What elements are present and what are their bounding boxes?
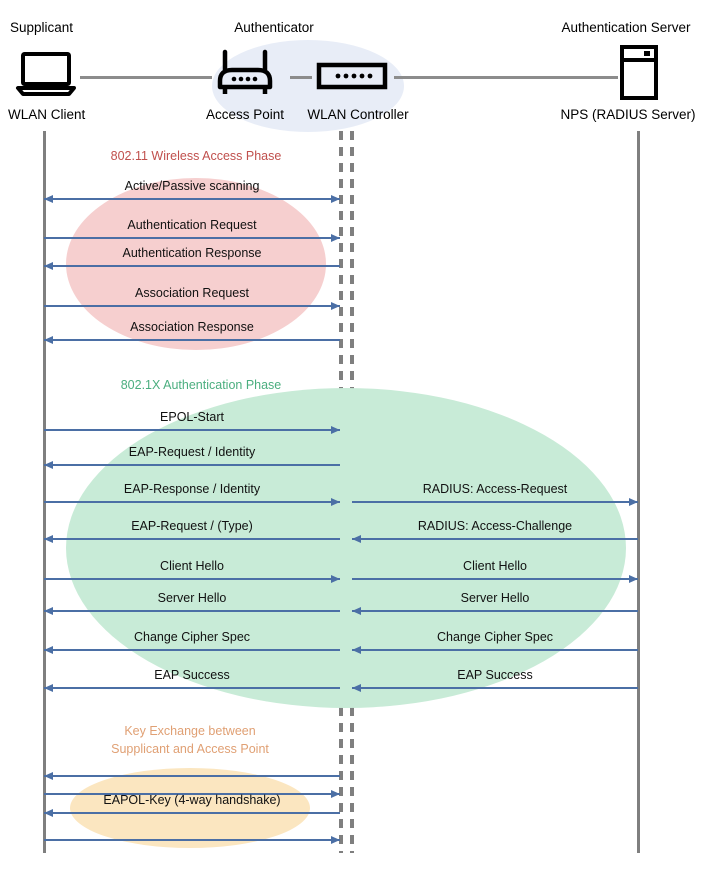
wire-controller-to-server — [394, 76, 618, 79]
phase-ellipse-80211 — [66, 178, 326, 350]
arrowhead-right-icon — [629, 497, 638, 506]
actor-role-authenticator: Authenticator — [234, 20, 314, 35]
lifeline-auth-server — [637, 131, 640, 853]
message-label: Server Hello — [460, 591, 530, 605]
message-line — [44, 775, 340, 777]
phase-label-8021x: 802.1X Authentication Phase — [120, 378, 282, 392]
message-label: EAP-Response / Identity — [123, 482, 261, 496]
actor-device-wlan-controller: WLAN Controller — [307, 107, 409, 122]
message-line — [44, 237, 340, 239]
message-label: Change Cipher Spec — [436, 630, 554, 644]
message-line — [44, 305, 340, 307]
message-label: Change Cipher Spec — [133, 630, 251, 644]
arrowhead-left-icon — [44, 606, 53, 615]
message-line — [44, 687, 340, 689]
message-label: Server Hello — [157, 591, 227, 605]
access-point-icon — [212, 48, 278, 98]
message-line — [352, 501, 638, 503]
arrowhead-right-icon — [331, 789, 340, 798]
actor-role-authentication-server: Authentication Server — [561, 20, 691, 35]
arrowhead-left-icon — [44, 534, 53, 543]
message-label: EPOL-Start — [160, 410, 224, 424]
arrowhead-right-icon — [331, 233, 340, 242]
message-line — [44, 538, 340, 540]
message-line — [44, 610, 340, 612]
message-label: EAP Success — [457, 668, 533, 682]
arrowhead-left-icon — [352, 606, 361, 615]
arrowhead-right-icon — [331, 497, 340, 506]
phase-label-80211: 802.11 Wireless Access Phase — [110, 149, 282, 163]
arrowhead-left-icon — [44, 808, 53, 817]
phase-ellipse-8021x — [66, 388, 626, 708]
message-line — [44, 339, 340, 341]
actor-device-access-point: Access Point — [205, 107, 285, 122]
arrowhead-right-icon — [331, 574, 340, 583]
arrowhead-left-icon — [44, 683, 53, 692]
message-label: EAP-Request / Identity — [128, 445, 256, 459]
message-line — [44, 429, 340, 431]
wire-ap-to-controller — [290, 76, 312, 79]
message-line — [44, 265, 340, 267]
message-label: Authentication Response — [122, 246, 262, 260]
message-line — [352, 578, 638, 580]
message-label: RADIUS: Access-Challenge — [417, 519, 573, 533]
actor-device-wlan-client: WLAN Client — [8, 107, 86, 122]
arrowhead-left-icon — [44, 335, 53, 344]
message-line — [44, 839, 340, 841]
arrowhead-left-icon — [352, 534, 361, 543]
message-label: RADIUS: Access-Request — [422, 482, 568, 496]
message-line — [352, 538, 638, 540]
laptop-icon — [12, 52, 80, 98]
arrowhead-right-icon — [331, 301, 340, 310]
arrowhead-left-icon — [44, 261, 53, 270]
message-line — [352, 649, 638, 651]
message-label: Association Response — [130, 320, 254, 334]
message-label: Active/Passive scanning — [124, 179, 260, 193]
message-label: EAP Success — [154, 668, 230, 682]
arrowhead-right-icon — [629, 574, 638, 583]
message-line — [44, 793, 340, 795]
actor-role-supplicant: Supplicant — [10, 20, 74, 35]
phase-label-keyexchange: Key Exchange between Supplicant and Acce… — [111, 724, 269, 756]
message-line — [44, 649, 340, 651]
arrowhead-left-icon — [44, 645, 53, 654]
phase-ellipse-keyexchange — [70, 768, 310, 848]
message-line — [44, 812, 340, 814]
arrowhead-right-icon — [331, 425, 340, 434]
message-line — [44, 198, 340, 200]
arrowhead-right-icon — [331, 194, 340, 203]
wlan-controller-icon — [316, 62, 388, 92]
message-line — [44, 501, 340, 503]
actor-device-nps-radius-server: NPS (RADIUS Server) — [560, 107, 696, 122]
arrowhead-left-icon — [44, 771, 53, 780]
arrowhead-left-icon — [352, 645, 361, 654]
arrowhead-left-icon — [44, 460, 53, 469]
message-label: Client Hello — [463, 559, 527, 573]
server-icon — [618, 45, 660, 101]
message-label: Authentication Request — [127, 218, 257, 232]
message-label: EAP-Request / (Type) — [131, 519, 253, 533]
message-line — [44, 464, 340, 466]
wire-client-to-ap — [80, 76, 212, 79]
arrowhead-left-icon — [44, 194, 53, 203]
message-line — [352, 610, 638, 612]
message-label: Association Request — [135, 286, 249, 300]
message-line — [44, 578, 340, 580]
lifeline-supplicant — [43, 131, 46, 853]
message-label: Client Hello — [160, 559, 224, 573]
arrowhead-right-icon — [331, 835, 340, 844]
message-line — [352, 687, 638, 689]
arrowhead-left-icon — [352, 683, 361, 692]
message-label: EAPOL-Key (4-way handshake) — [103, 793, 281, 807]
